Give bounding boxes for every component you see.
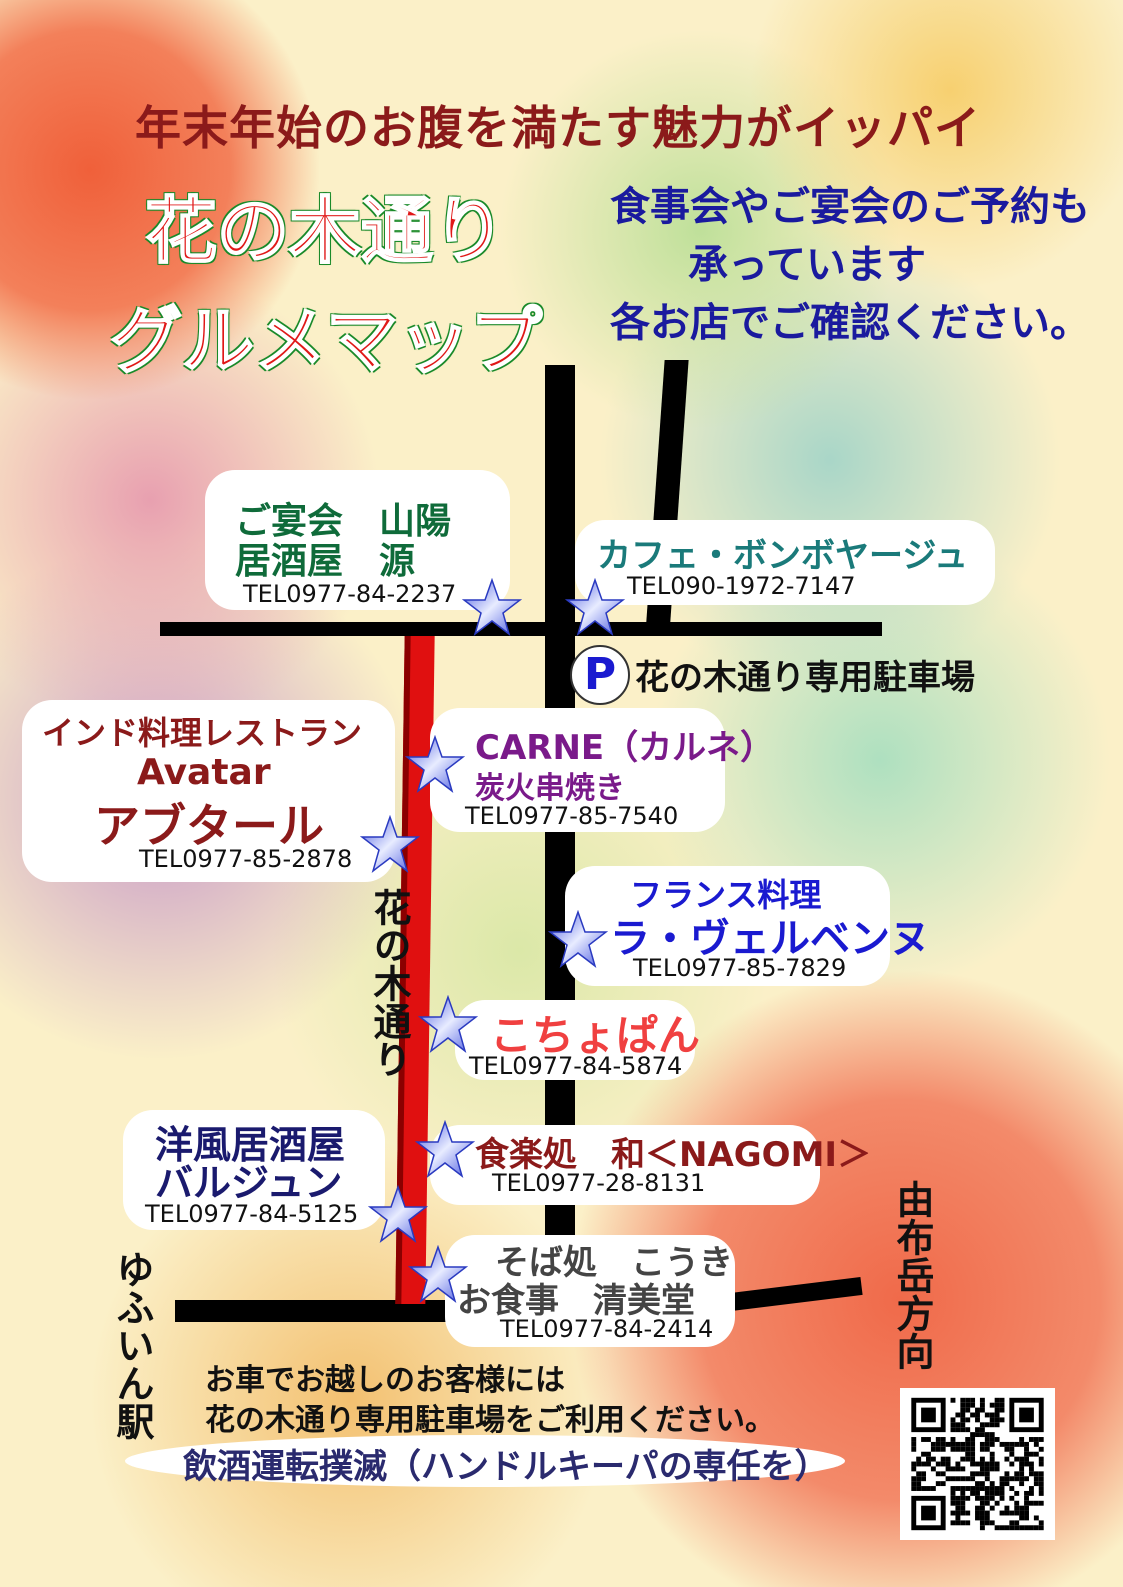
star-marker-icon bbox=[360, 815, 420, 873]
title-street-name: 花の木通り bbox=[144, 188, 506, 274]
shop-tel: TEL0977-84-5125 bbox=[145, 1200, 359, 1228]
shop-tel: TEL0977-85-7829 bbox=[633, 954, 847, 982]
shop-tel: TEL090-1972-7147 bbox=[627, 572, 856, 600]
shop-tel: TEL0977-85-2878 bbox=[139, 845, 353, 873]
shop-tel: TEL0977-28-8131 bbox=[492, 1169, 706, 1197]
road-horizontal-north bbox=[160, 622, 882, 636]
shop-sanyo-gen[interactable]: ご宴会 山陽 居酒屋 源 TEL0977-84-2237 bbox=[205, 470, 510, 610]
star-marker-icon bbox=[368, 1185, 428, 1243]
station-label: ゆふいん駅 bbox=[110, 1250, 154, 1440]
qr-code[interactable] bbox=[900, 1388, 1055, 1540]
drink-notice: 飲酒運転撲滅（ハンドルキーパの専任を） bbox=[183, 1447, 829, 1487]
shop-carne[interactable]: CARNE（カルネ） 炭火串焼き TEL0977-85-7540 bbox=[430, 708, 774, 832]
shop-tel: TEL0977-84-2237 bbox=[243, 580, 457, 608]
car-notice-line-2: 花の木通り専用駐車場をご利用ください。 bbox=[205, 1403, 775, 1438]
direction-label: 由布岳方向 bbox=[890, 1180, 934, 1370]
reservation-line-1: 食事会やご宴会のご予約も bbox=[610, 184, 1090, 230]
title-gourmet-map: グルメマップ bbox=[109, 298, 543, 384]
star-marker-icon bbox=[462, 578, 522, 636]
reservation-line-3: 各お店でご確認ください。 bbox=[610, 300, 1090, 346]
street-label: 花の木通り bbox=[367, 888, 411, 1078]
star-marker-icon bbox=[408, 1245, 468, 1303]
shop-la-verveine[interactable]: フランス料理 ラ・ヴェルベンヌ TEL0977-85-7829 bbox=[565, 866, 930, 986]
car-notice-line-1: お車でお越しのお客様には bbox=[205, 1363, 565, 1398]
shop-tel: TEL0977-84-2414 bbox=[500, 1315, 714, 1343]
road-horizontal-south bbox=[175, 1300, 455, 1322]
shop-nagomi[interactable]: 食楽処 和＜NAGOMI＞ TEL0977-28-8131 bbox=[430, 1125, 871, 1205]
star-marker-icon bbox=[548, 910, 608, 968]
headline: 年末年始のお腹を満たす魅力がイッパイ bbox=[135, 101, 981, 155]
parking-icon: P bbox=[570, 645, 630, 705]
shop-avatar[interactable]: インド料理レストラン Avatar アブタール TEL0977-85-2878 bbox=[22, 700, 395, 882]
shop-koki-seibido[interactable]: そば処 こうき お食事 清美堂 TEL0977-84-2414 bbox=[445, 1235, 735, 1347]
star-marker-icon bbox=[418, 995, 478, 1053]
shop-tel: TEL0977-84-5874 bbox=[469, 1052, 683, 1080]
shop-tel: TEL0977-85-7540 bbox=[465, 802, 679, 830]
reservation-line-2: 承っています bbox=[688, 242, 926, 288]
drink-notice-banner: 飲酒運転撲滅（ハンドルキーパの専任を） bbox=[125, 1435, 845, 1487]
star-marker-icon bbox=[415, 1120, 475, 1178]
parking-label[interactable]: 花の木通り専用駐車場 bbox=[635, 658, 975, 698]
shop-cafe-bon-voyage[interactable]: カフェ・ボンボヤージュ TEL090-1972-7147 bbox=[575, 520, 995, 605]
star-marker-icon bbox=[565, 578, 625, 636]
shop-kochopan[interactable]: こちょぱん TEL0977-84-5874 bbox=[455, 1000, 700, 1080]
shop-baljun[interactable]: 洋風居酒屋 バルジュン TEL0977-84-5125 bbox=[123, 1110, 385, 1230]
star-marker-icon bbox=[405, 735, 465, 793]
